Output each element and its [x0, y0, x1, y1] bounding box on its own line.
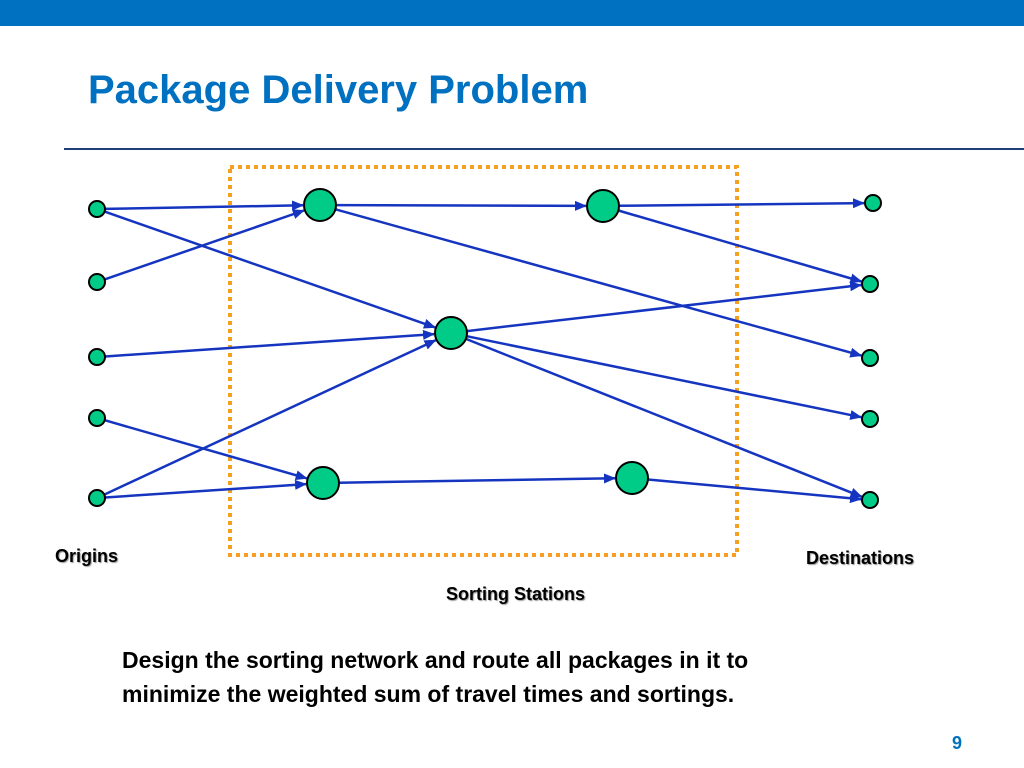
edge-s2-d1: [618, 198, 865, 209]
edge-s1-s2: [335, 200, 587, 211]
edge-group: [103, 198, 865, 504]
destination-node-1: [864, 194, 882, 212]
origin-node-2: [88, 273, 106, 291]
edge-s1-d3: [335, 208, 863, 358]
destination-node-5: [861, 491, 879, 509]
node-group: [88, 188, 882, 509]
edge-o3-s3: [104, 329, 435, 358]
edge-s3-d4: [466, 334, 863, 420]
caption-line-2: minimize the weighted sum of travel time…: [122, 681, 735, 707]
edge-s4-s5: [338, 473, 616, 484]
edge-o4-s4: [104, 418, 308, 481]
destinations-label: Destinations: [806, 548, 915, 568]
origin-node-3: [88, 348, 106, 366]
destination-node-3: [861, 349, 879, 367]
station-node-2: [586, 189, 620, 223]
station-node-4: [306, 466, 340, 500]
edge-s3-d5: [465, 337, 863, 498]
origins-label: Origins: [55, 546, 119, 566]
edge-s2-d2: [618, 209, 863, 284]
origin-node-4: [88, 409, 106, 427]
title-divider: [64, 148, 1024, 150]
edge-s5-d5: [647, 478, 862, 504]
destination-node-4: [861, 410, 879, 428]
edge-o2-s1: [104, 209, 305, 281]
origin-node-5: [88, 489, 106, 507]
sorting-stations-label: Sorting Stations: [446, 584, 585, 604]
origin-node-1: [88, 200, 106, 218]
station-node-3: [434, 316, 468, 350]
edge-o5-s3: [103, 339, 437, 496]
edge-o5-s4: [104, 479, 307, 499]
destination-node-2: [861, 275, 879, 293]
edge-o1-s3: [104, 210, 436, 329]
edge-s3-d2: [466, 281, 863, 333]
station-node-1: [303, 188, 337, 222]
slide-title: Package Delivery Problem: [88, 68, 589, 112]
caption: Design the sorting network and route all…: [122, 643, 942, 711]
caption-line-1: Design the sorting network and route all…: [122, 647, 749, 673]
header-bar: [0, 0, 1024, 26]
edge-o1-s1: [104, 200, 304, 211]
page-number: 9: [952, 733, 963, 753]
station-node-5: [615, 461, 649, 495]
sorting-stations-box: [228, 165, 739, 557]
